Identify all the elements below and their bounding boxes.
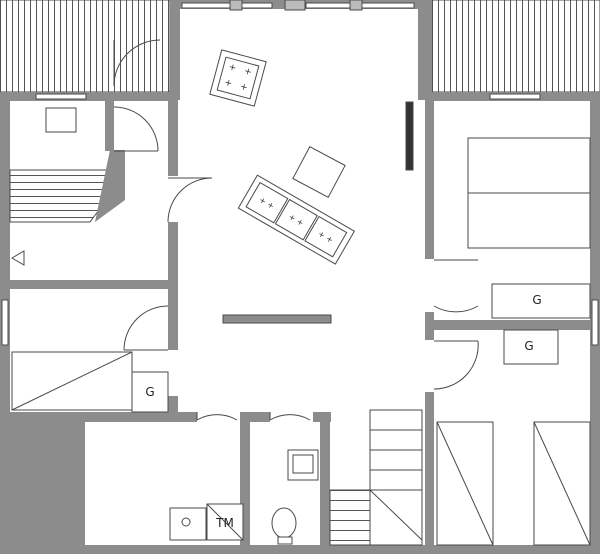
terrace-left <box>0 0 171 93</box>
storage-label-lower-right: G <box>524 339 533 353</box>
terrace-right <box>431 0 600 93</box>
svg-text:+: + <box>227 62 237 74</box>
svg-text:+: + <box>243 67 253 79</box>
living-furniture: ++ ++ + ++ ++ + <box>209 49 414 324</box>
sauna <box>9 107 125 266</box>
table <box>222 314 332 324</box>
bedroom-lower-right: G <box>436 329 591 546</box>
bedroom-left: G <box>11 351 169 413</box>
tv <box>405 101 414 171</box>
storage-label-left: G <box>145 385 154 399</box>
bathroom: TM <box>169 449 319 545</box>
staircase <box>329 409 423 546</box>
armchair: ++ ++ <box>209 49 267 107</box>
sofa: + ++ ++ + <box>237 174 356 265</box>
bedroom-right: G <box>467 137 591 319</box>
windows <box>1 0 599 346</box>
washing-machine-label: TM <box>215 516 234 530</box>
svg-text:+: + <box>223 78 233 90</box>
storage-label-right: G <box>532 293 541 307</box>
coffee-table <box>292 146 346 198</box>
doors <box>113 39 479 421</box>
svg-text:+: + <box>239 82 249 94</box>
